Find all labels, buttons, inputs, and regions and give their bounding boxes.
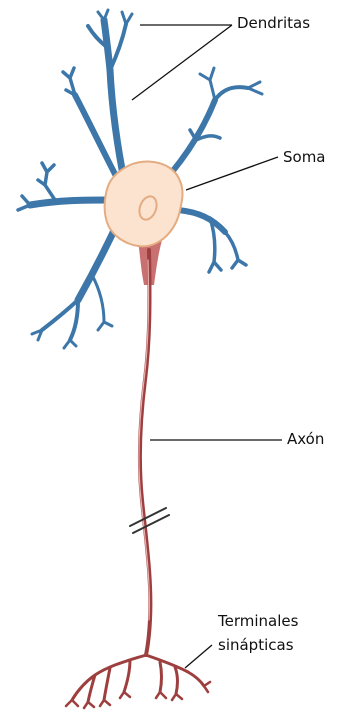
synaptic-boutons <box>66 682 210 708</box>
label-axon: Axón <box>287 430 324 449</box>
soma-body <box>105 162 183 247</box>
label-terminals-line1: Terminales <box>218 612 298 631</box>
axon <box>66 240 210 708</box>
axon-break-mark <box>130 508 169 533</box>
dendrite-branch <box>200 68 262 100</box>
dendrite-branch <box>30 200 108 205</box>
label-terminals-line2: sinápticas <box>218 636 294 655</box>
dendrite-branch <box>178 210 225 232</box>
dendrite-branch <box>42 300 78 340</box>
synaptic-terminals <box>72 655 204 702</box>
dendrite-branch <box>63 68 75 95</box>
label-dendrites: Dendritas <box>237 14 310 33</box>
soma <box>105 162 183 247</box>
leader-line-terminals <box>185 645 212 668</box>
leader-line-soma <box>186 157 278 190</box>
dendrite-branch <box>190 130 220 140</box>
dendrite-branch <box>215 87 248 100</box>
leader-line-dendrites <box>132 25 232 100</box>
label-soma: Soma <box>283 148 326 167</box>
dendrite-branch <box>110 24 126 70</box>
